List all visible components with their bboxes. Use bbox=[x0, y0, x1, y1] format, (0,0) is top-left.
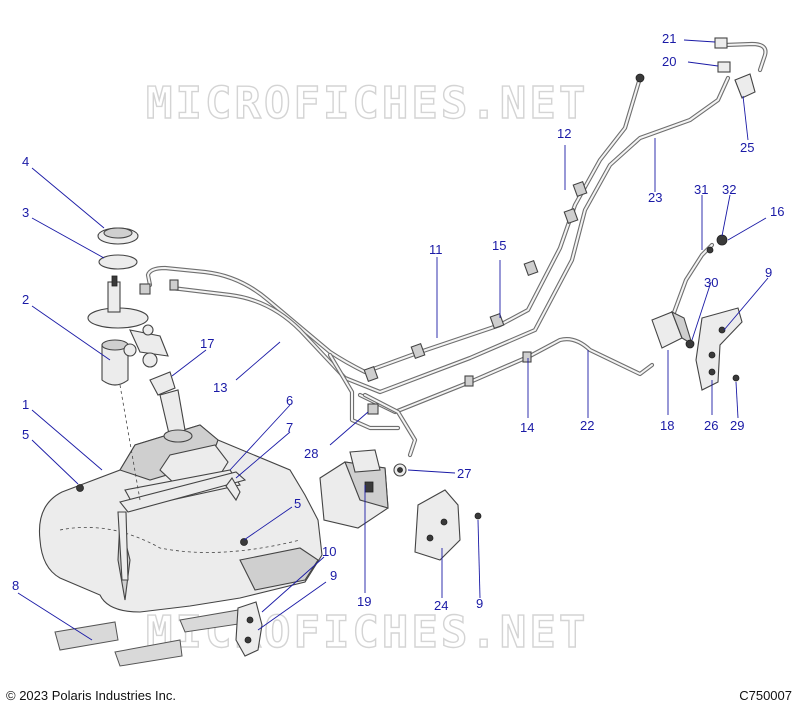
callout-8: 8 bbox=[12, 578, 19, 593]
callout-5-strap-bolt: 5 bbox=[294, 496, 301, 511]
callout-7: 7 bbox=[286, 420, 293, 435]
callout-14: 14 bbox=[520, 420, 534, 435]
pump-lock-ring bbox=[97, 227, 139, 245]
callout-16: 16 bbox=[770, 204, 784, 219]
callout-26: 26 bbox=[704, 418, 718, 433]
pump-seal bbox=[98, 254, 138, 270]
copyright-text: © 2023 Polaris Industries Inc. bbox=[6, 688, 176, 703]
callout-20: 20 bbox=[662, 54, 676, 69]
canister-bracket bbox=[414, 489, 461, 561]
callout-17: 17 bbox=[200, 336, 214, 351]
callout-5-tank-bolt: 5 bbox=[22, 427, 29, 442]
alignment-line bbox=[119, 384, 141, 501]
fittings bbox=[76, 37, 756, 546]
callout-21: 21 bbox=[662, 31, 676, 46]
callout-23: 23 bbox=[648, 190, 662, 205]
callout-29: 29 bbox=[730, 418, 744, 433]
fuel-filter bbox=[651, 310, 695, 349]
callout-12: 12 bbox=[557, 126, 571, 141]
leader-lines bbox=[17, 39, 769, 641]
callout-30: 30 bbox=[704, 275, 718, 290]
callout-13: 13 bbox=[213, 380, 227, 395]
callout-19: 19 bbox=[357, 594, 371, 609]
fuel-lines bbox=[145, 41, 768, 458]
evap-canister bbox=[319, 449, 389, 529]
callout-6: 6 bbox=[286, 393, 293, 408]
callout-31: 31 bbox=[694, 182, 708, 197]
callout-32: 32 bbox=[722, 182, 736, 197]
callout-4: 4 bbox=[22, 154, 29, 169]
callout-9-tank-bracket: 9 bbox=[330, 568, 337, 583]
callout-9-filter-bracket: 9 bbox=[765, 265, 772, 280]
filler-neck bbox=[149, 371, 193, 443]
callout-2: 2 bbox=[22, 292, 29, 307]
fuel-pump bbox=[87, 275, 169, 386]
callout-24: 24 bbox=[434, 598, 448, 613]
callout-10: 10 bbox=[322, 544, 336, 559]
callout-28: 28 bbox=[304, 446, 318, 461]
callout-9-canister-bracket: 9 bbox=[476, 596, 483, 611]
callouts: 1 2 3 4 5 5 6 7 8 9 9 9 10 11 12 13 14 1… bbox=[12, 31, 784, 613]
line-clips bbox=[139, 180, 588, 415]
callout-15: 15 bbox=[492, 238, 506, 253]
callout-3: 3 bbox=[22, 205, 29, 220]
callout-27: 27 bbox=[457, 466, 471, 481]
diagram-id: C750007 bbox=[739, 688, 792, 703]
callout-22: 22 bbox=[580, 418, 594, 433]
callout-25: 25 bbox=[740, 140, 754, 155]
filter-bracket bbox=[695, 307, 743, 391]
callout-1: 1 bbox=[22, 397, 29, 412]
watermark-top: MICROFICHES.NET bbox=[146, 78, 588, 129]
tank-bracket bbox=[235, 601, 263, 657]
callout-18: 18 bbox=[660, 418, 674, 433]
callout-11: 11 bbox=[429, 242, 443, 257]
tank-straps bbox=[117, 471, 247, 581]
